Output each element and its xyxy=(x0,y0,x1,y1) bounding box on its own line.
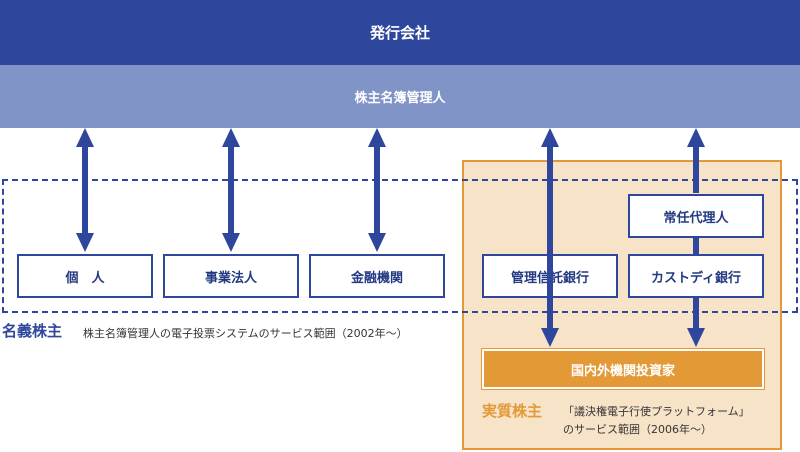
nominee-zone-frame xyxy=(2,179,798,313)
corporation-label: 事業法人 xyxy=(204,270,257,286)
registrar-band: 株主名簿管理人 xyxy=(0,65,800,128)
individual-box: 個 人 xyxy=(17,254,153,298)
registrar-label: 株主名簿管理人 xyxy=(354,91,446,106)
individual-label: 個 人 xyxy=(65,270,105,286)
beneficial-shareholder-title: 実質株主 xyxy=(482,402,543,420)
nominee-shareholder-desc: 株主名簿管理人の電子投票システムのサービス範囲（2002年〜） xyxy=(83,327,408,340)
corporation-box: 事業法人 xyxy=(163,254,299,298)
arrow-trust-bank xyxy=(541,128,559,347)
arrow-financial xyxy=(368,128,386,252)
custodian-bank-box: カストディ銀行 xyxy=(628,254,764,298)
nominee-shareholder-title: 名義株主 xyxy=(2,322,63,340)
financial-institution-box: 金融機関 xyxy=(309,254,445,298)
institutional-investor-box: 国内外機関投資家 xyxy=(481,348,765,390)
standing-proxy-box: 常任代理人 xyxy=(628,194,764,238)
arrow-individual xyxy=(76,128,94,252)
issuer-band: 発行会社 xyxy=(0,0,800,65)
custodian-bank-label: カストディ銀行 xyxy=(650,270,742,286)
financial-institution-label: 金融機関 xyxy=(350,270,403,286)
arrow-custodian xyxy=(687,128,705,347)
standing-proxy-label: 常任代理人 xyxy=(663,210,729,226)
institutional-investor-label: 国内外機関投資家 xyxy=(570,363,675,379)
arrow-corporation xyxy=(222,128,240,252)
beneficial-shareholder-desc: 「議決権電子行使プラットフォーム」 のサービス範囲（2006年〜） xyxy=(563,405,750,436)
issuer-label: 発行会社 xyxy=(369,24,430,42)
